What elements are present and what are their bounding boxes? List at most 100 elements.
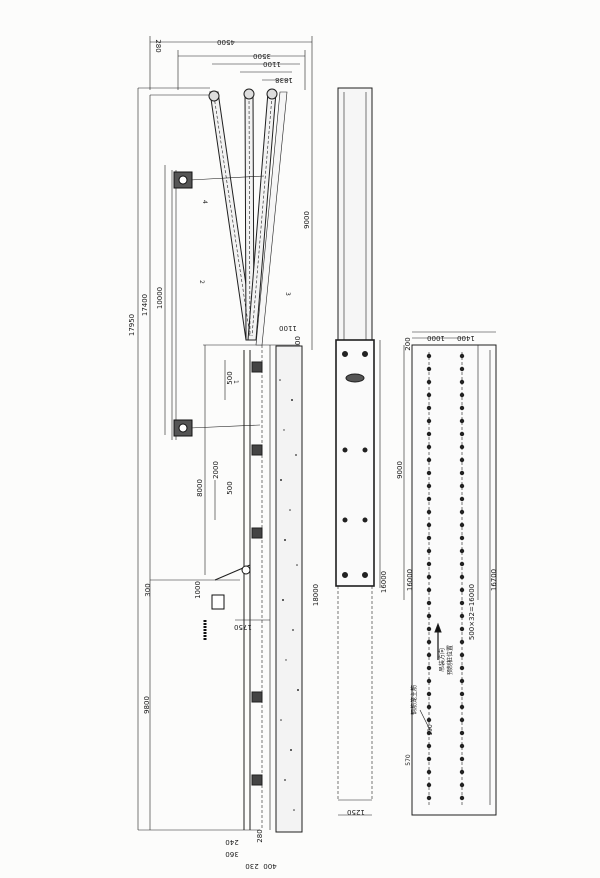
rebar-dot [459,743,465,749]
rebar-dot [426,574,432,580]
rebar-dot [459,418,465,424]
rebar-dot [459,626,465,632]
dim-4500: 4500 [217,38,235,46]
dim-1000: 1000 [194,581,202,599]
rebar-dot [426,730,432,736]
rebar-dot [426,379,432,385]
rebar-dot [426,743,432,749]
rebar-dot [459,665,465,671]
rebar-dot [426,691,432,697]
rebar-dot [426,431,432,437]
dim-1800: 1800 [294,336,302,354]
rebar-dot [459,717,465,723]
rebar-dot [459,561,465,567]
callout-3: 3 [284,292,291,296]
rebar-dot [426,639,432,645]
rebar-dot [426,717,432,723]
dim-3500: 3500 [253,52,271,60]
rebar-dot [459,782,465,788]
rebar-dot [459,535,465,541]
rebar-dot [459,509,465,515]
dim-1250: 1250 [347,808,365,816]
dim-17400: 17400 [141,294,149,316]
dim-360: 360 [225,850,238,858]
dim-280-bottom: 280 [256,829,264,842]
top-dimension-lines [149,36,313,350]
concrete-texture [279,379,299,811]
rebar-dot [459,639,465,645]
dim-9000-top: 9000 [303,211,311,229]
callout-4: 4 [201,200,208,204]
dim-9800: 9800 [143,696,151,714]
dim-500-a: 500 [226,371,234,384]
rebar-dot [426,457,432,463]
rebar-dot [459,691,465,697]
rebar-dot [459,353,465,359]
dim-16000-right: 16000 [406,569,414,591]
dim-8000: 8000 [196,479,204,497]
rebar-dot [459,613,465,619]
rebar-dot [459,457,465,463]
pile-cage-elevation [203,345,303,833]
rebar-dot [459,379,465,385]
dim-1750: 1750 [234,623,252,631]
rebar-dot [426,587,432,593]
note-lift-direction: 吊装方向 [438,648,446,672]
rebar-dot [459,574,465,580]
rebar-dot [459,483,465,489]
rebar-dot [459,431,465,437]
dim-17950: 17950 [128,314,136,336]
rebar-dot [459,444,465,450]
dim-1100-mid: 1100 [279,324,297,332]
rebar-dot [426,548,432,554]
rebar-dot [426,756,432,762]
dim-400: 400 [263,862,276,870]
rebar-dot [426,704,432,710]
dim-1838: 1838 [275,76,293,84]
rebar-dot [426,678,432,684]
rebar-dot [459,366,465,372]
dim-16000-middle: 16000 [380,571,388,593]
rebar-dot [459,522,465,528]
right-plan-view: 1000 1400 200 9000 16000 16700 500×32=16… [396,331,498,816]
rebar-dot [459,548,465,554]
left-elevation-view: 4500 3500 1100 1838 280 17950 17400 1000… [128,36,320,870]
dim-10000: 10000 [156,287,164,309]
dim-1100: 1100 [263,60,281,68]
rebar-dot [426,782,432,788]
rebar-dot [426,613,432,619]
dim-1400-right: 1400 [457,334,475,342]
rebar-dot [426,522,432,528]
dim-230: 230 [245,862,258,870]
rebar-dot [426,470,432,476]
rebar-dot [459,587,465,593]
rebar-dot-columns [426,353,465,801]
rebar-dot [426,496,432,502]
lifting-rod-column [171,170,193,440]
rebar-dot [426,483,432,489]
rebar-dot [459,470,465,476]
rebar-dot [426,366,432,372]
dim-18000: 18000 [312,584,320,606]
dim-190: 190 [427,724,434,736]
dim-9000-right: 9000 [396,461,404,479]
rebar-dot [459,730,465,736]
rebar-dot [426,353,432,359]
rebar-dot [459,678,465,684]
rebar-dot [459,405,465,411]
rebar-dot [426,535,432,541]
rebar-dot [426,444,432,450]
rebar-dot [426,626,432,632]
callout-1: 1 [232,380,239,384]
dim-200-right: 200 [404,337,412,350]
dim-2000: 2000 [212,461,220,479]
rebar-dot [459,600,465,606]
dim-570: 570 [405,754,412,766]
rebar-dot [426,405,432,411]
rebar-dot [426,795,432,801]
rebar-dot [459,704,465,710]
rebar-dot [426,769,432,775]
spacing-note: 500×32=16000 [468,584,476,640]
dim-16700: 16700 [490,569,498,591]
